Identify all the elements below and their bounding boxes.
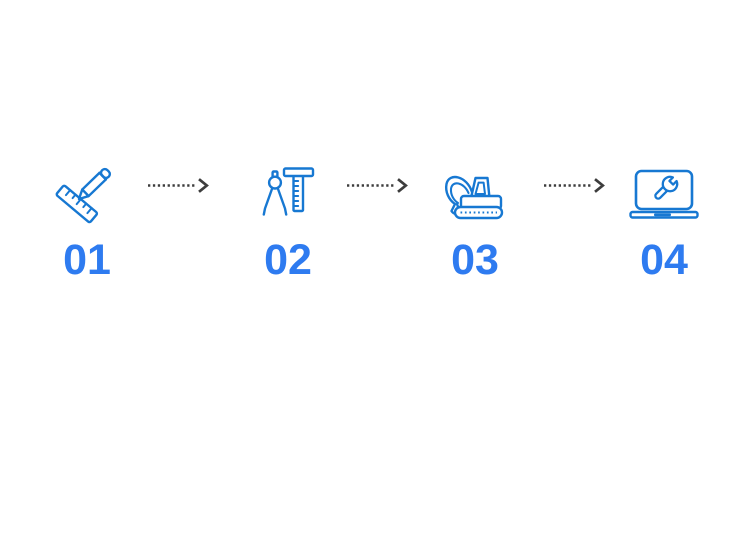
step-3: 03 xyxy=(405,162,545,282)
dashed-arrow-right-icon xyxy=(543,177,605,194)
excavator-icon xyxy=(441,162,509,228)
laptop-wrench-icon xyxy=(629,162,699,228)
step-1: 01 xyxy=(17,162,157,282)
step-1-number: 01 xyxy=(63,236,111,284)
step-4: 04 xyxy=(594,162,734,282)
step-3-number: 03 xyxy=(451,236,499,284)
drafting-compass-tsquare-icon xyxy=(260,162,316,228)
step-2: 02 xyxy=(218,162,358,282)
step-4-number: 04 xyxy=(640,236,688,284)
ruler-pencil-icon xyxy=(55,162,119,228)
dashed-arrow-right-icon xyxy=(346,177,408,194)
dashed-arrow-right-icon xyxy=(147,177,209,194)
step-2-number: 02 xyxy=(264,236,312,284)
